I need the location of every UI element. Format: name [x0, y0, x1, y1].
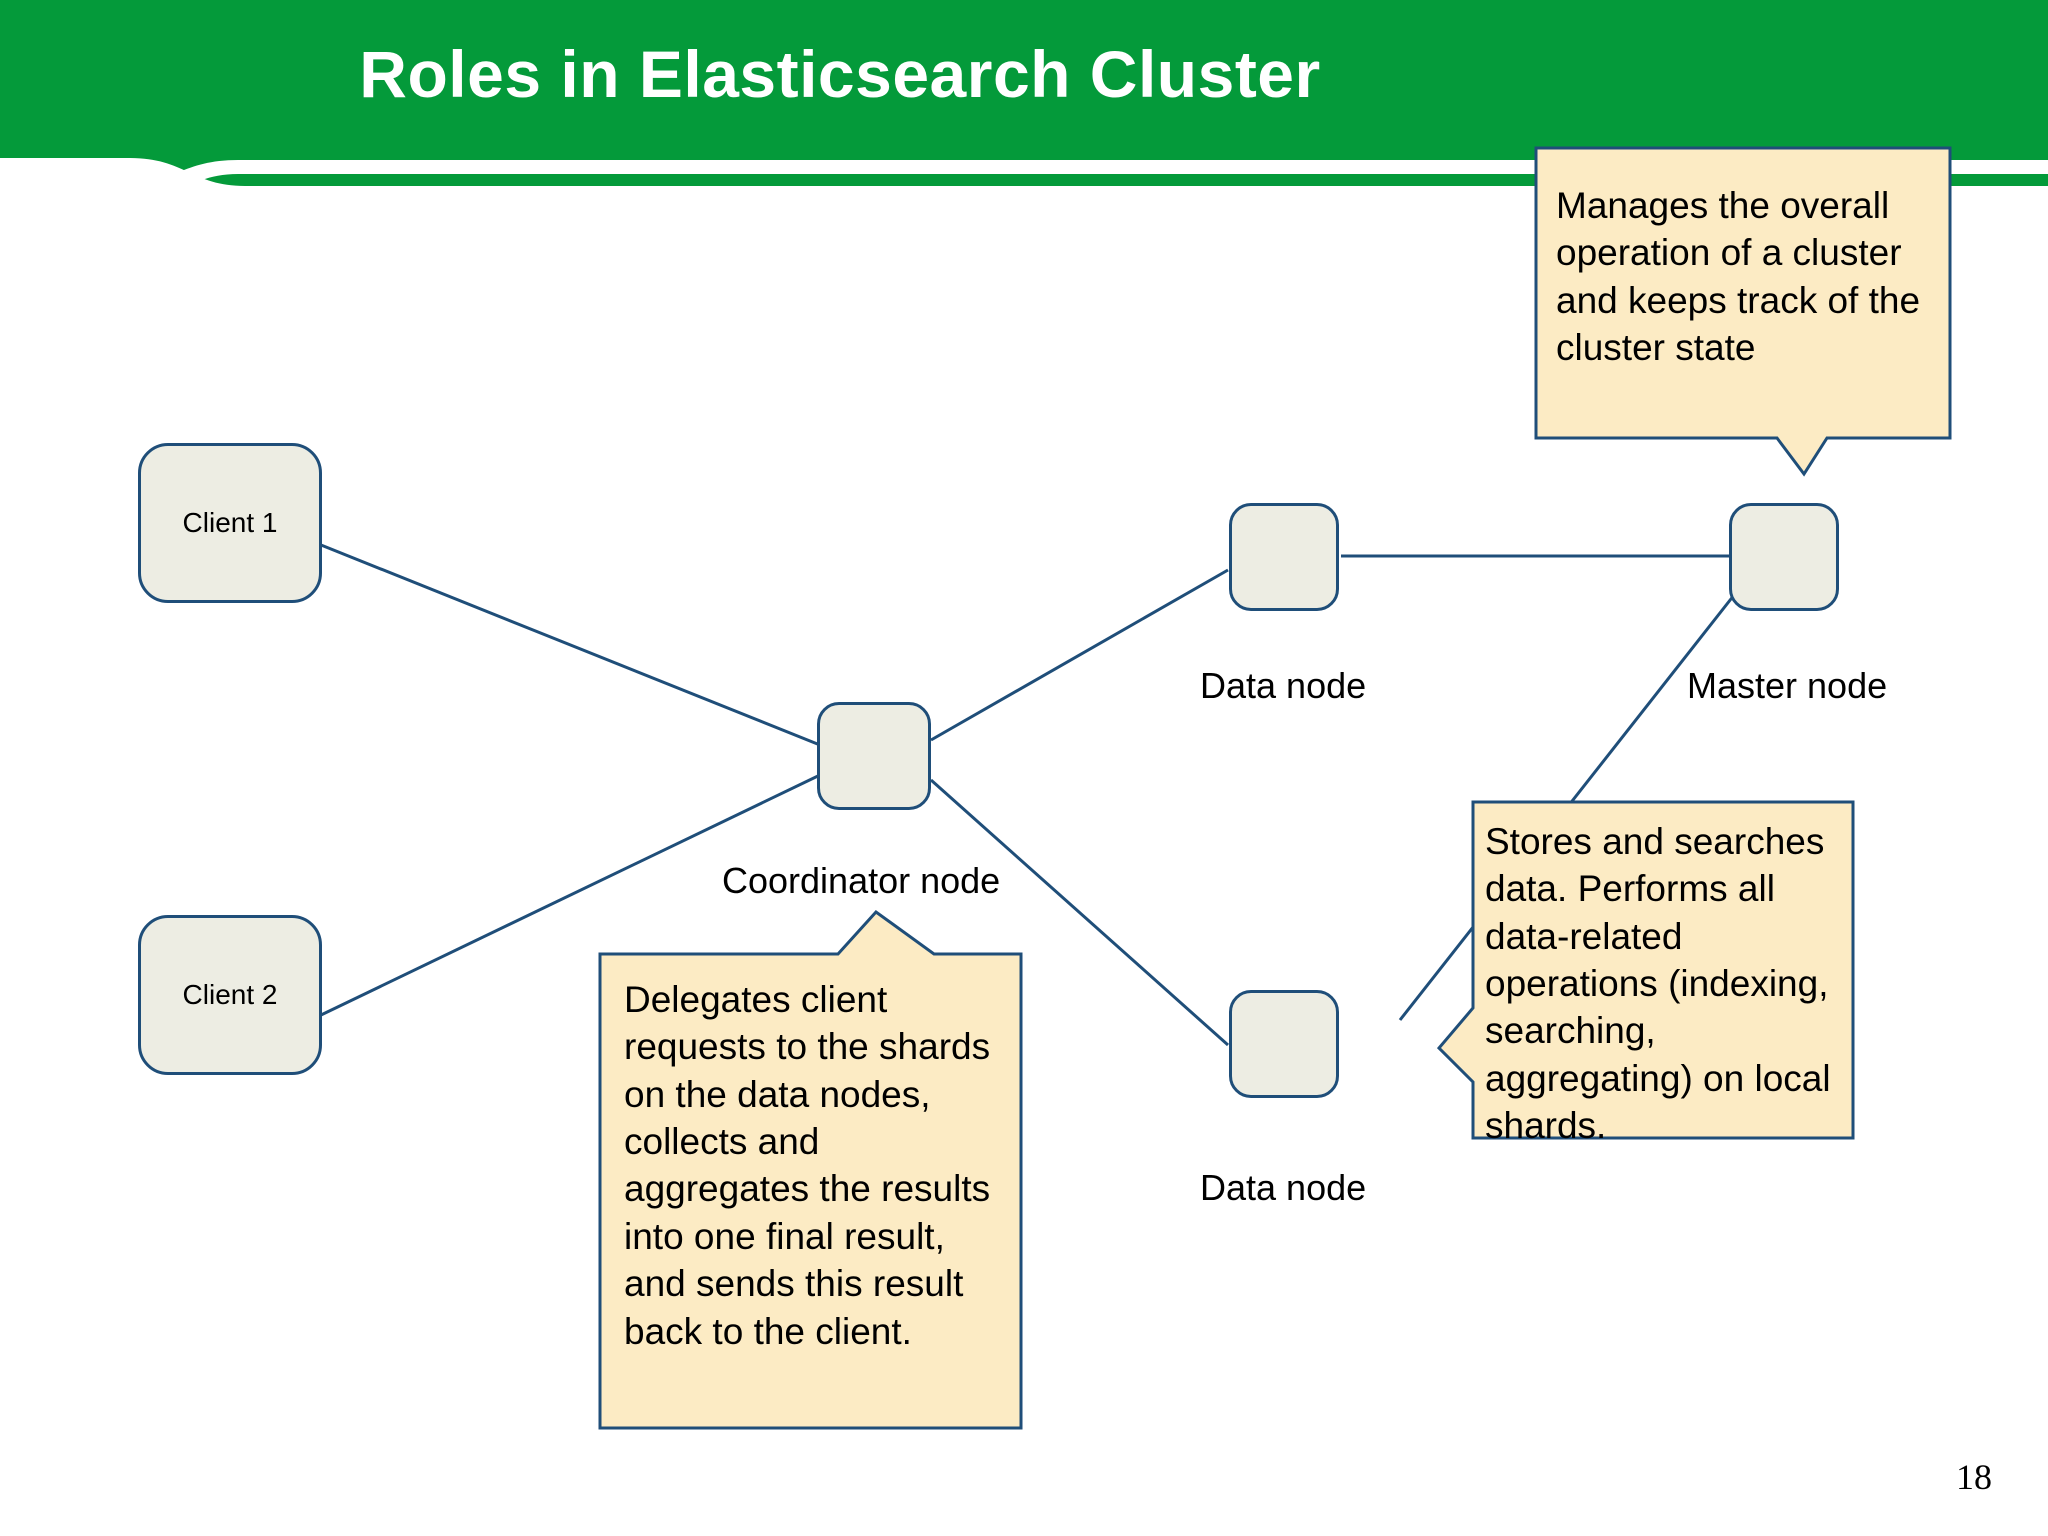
node-client-1[interactable]: Client 1: [138, 443, 322, 603]
node-client-1-label: Client 1: [182, 507, 278, 538]
callout-data-node-text: Stores and searches data. Performs all d…: [1485, 821, 1841, 1147]
page-title: Roles in Elasticsearch Cluster: [359, 37, 1321, 111]
node-master[interactable]: [1729, 503, 1839, 611]
caption-data-node-top: Data node: [1200, 665, 1367, 706]
callout-coordinator-node-text: Delegates client requests to the shards …: [624, 979, 1001, 1352]
callout-coordinator-node: Delegates client requests to the shards …: [598, 909, 1023, 1430]
caption-master-node: Master node: [1687, 665, 1888, 706]
node-data-top[interactable]: [1229, 503, 1339, 611]
callout-master-node-shape: [1534, 146, 1952, 477]
node-client-2-label: Client 2: [182, 979, 278, 1010]
caption-data-node-bottom: Data node: [1200, 1167, 1367, 1208]
page-number: 18: [1956, 1457, 1992, 1497]
callout-coordinator-node-shape: [598, 909, 1023, 1430]
node-coordinator[interactable]: [817, 702, 931, 810]
edge-client2-coordinator: [320, 773, 821, 1017]
edge-coordinator-datanode-bottom: [930, 778, 1229, 1047]
caption-coordinator-node: Coordinator node: [722, 860, 1001, 901]
node-data-bottom[interactable]: [1229, 990, 1339, 1098]
callout-master-node-text: Manages the overall operation of a clust…: [1556, 185, 1931, 369]
edge-client1-coordinator: [320, 543, 821, 747]
callout-data-node-shape: [1436, 800, 1855, 1140]
node-client-2[interactable]: Client 2: [138, 915, 322, 1075]
callout-data-node: Stores and searches data. Performs all d…: [1436, 800, 1855, 1146]
edge-coordinator-datanode-top: [930, 568, 1229, 742]
callout-master-node: Manages the overall operation of a clust…: [1534, 146, 1952, 477]
